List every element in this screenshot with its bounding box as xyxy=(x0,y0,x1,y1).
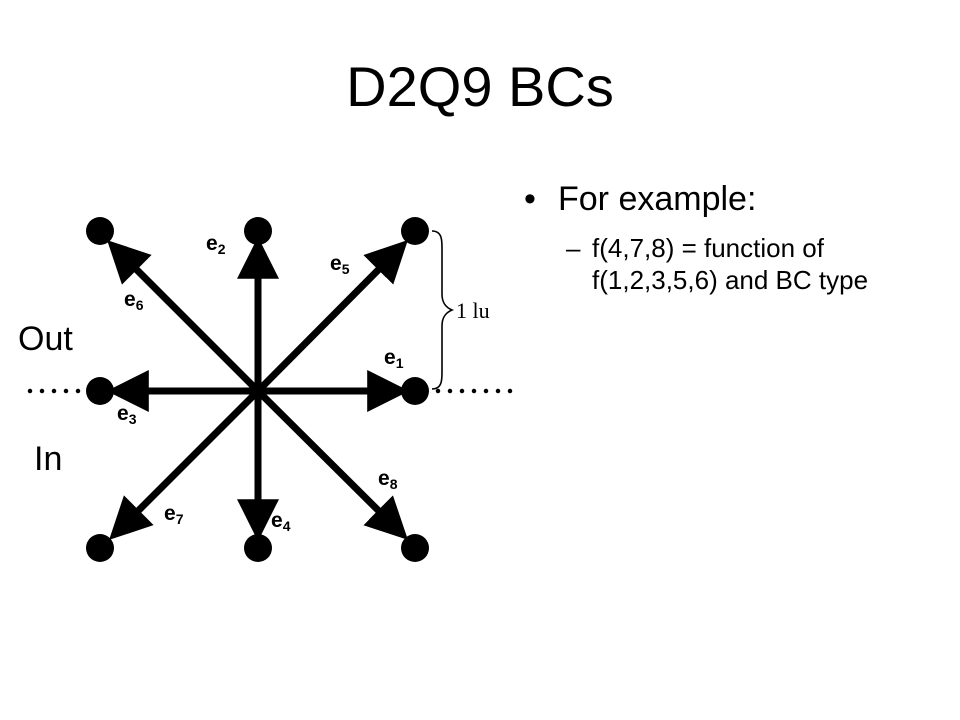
vector-label-e3-base: e xyxy=(117,402,129,425)
vector-label-e7: e7 xyxy=(164,502,184,527)
vector-label-e8-base: e xyxy=(378,467,390,490)
vector-label-e4-sub: 4 xyxy=(283,518,291,534)
vector-labels: e1 e2 e3 e4 e5 e6 e7 e8 xyxy=(117,232,404,534)
lattice-node-mid-left xyxy=(86,377,114,405)
lattice-unit-label: 1 lu xyxy=(456,298,490,323)
vector-e6-arrow xyxy=(107,240,261,394)
vector-label-e1-sub: 1 xyxy=(396,355,404,371)
sub-bullet-item: – f(4,7,8) = function of f(1,2,3,5,6) an… xyxy=(520,232,932,296)
bullet-list: • For example: – f(4,7,8) = function of … xyxy=(520,178,950,296)
sub-bullet-marker: – xyxy=(566,233,581,263)
lattice-node-bottom-left xyxy=(86,534,114,562)
vector-e7-arrow xyxy=(109,388,261,540)
velocity-vectors xyxy=(106,236,410,542)
lattice-node-top-left xyxy=(86,217,114,245)
vector-label-e8: e8 xyxy=(378,467,398,492)
vector-e5-arrow xyxy=(255,240,408,394)
lattice-node-top-center xyxy=(244,217,272,245)
vector-label-e1-base: e xyxy=(384,346,396,369)
d2q9-lattice-diagram: e1 e2 e3 e4 e5 e6 e7 e8 xyxy=(18,217,515,562)
in-label: In xyxy=(34,440,62,478)
vector-label-e2-sub: 2 xyxy=(218,241,226,257)
lattice-node-bottom-center xyxy=(244,534,272,562)
sub-bullet-text: f(4,7,8) = function of f(1,2,3,5,6) and … xyxy=(592,233,869,295)
vector-label-e7-sub: 7 xyxy=(176,511,184,527)
vector-label-e7-base: e xyxy=(164,502,176,525)
lattice-node-bottom-right xyxy=(401,534,429,562)
bullet-text: For example: xyxy=(558,180,757,218)
vector-label-e4-base: e xyxy=(271,509,283,532)
lattice-node-top-right xyxy=(401,217,429,245)
out-label: Out xyxy=(18,320,73,358)
vector-label-e3-sub: 3 xyxy=(129,411,137,427)
bullet-marker: • xyxy=(524,180,536,218)
vector-label-e1: e1 xyxy=(384,346,404,371)
vector-label-e6-sub: 6 xyxy=(136,297,144,313)
slide-title: D2Q9 BCs xyxy=(346,55,614,118)
vector-label-e8-sub: 8 xyxy=(390,476,398,492)
vector-label-e2-base: e xyxy=(206,232,218,255)
lattice-unit-brace xyxy=(431,230,455,390)
vector-label-e6: e6 xyxy=(124,288,144,313)
vector-label-e5-base: e xyxy=(330,252,342,275)
vector-e8-arrow xyxy=(255,388,408,540)
lattice-node-mid-right xyxy=(401,377,429,405)
vector-label-e2: e2 xyxy=(206,232,226,257)
bullet-item: • For example: xyxy=(520,178,950,220)
vector-label-e5-sub: 5 xyxy=(342,261,350,277)
vector-label-e6-base: e xyxy=(124,288,136,311)
vector-label-e4: e4 xyxy=(271,509,291,534)
vector-label-e5: e5 xyxy=(330,252,350,277)
vector-label-e3: e3 xyxy=(117,402,137,427)
